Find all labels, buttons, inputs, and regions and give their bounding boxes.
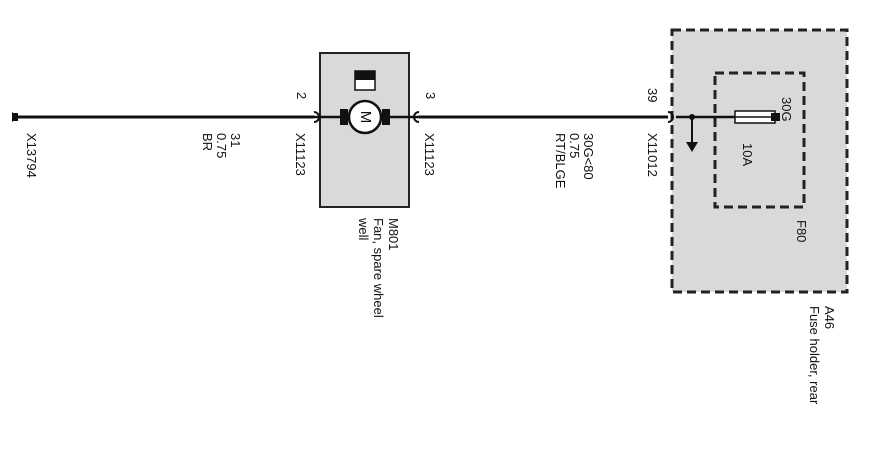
motor-pin-left: 2 [294,92,309,99]
wire-left-size: 0.75 [214,133,229,158]
wire-right-spec: 30G<80 0.75 RT/BLGE [553,133,596,189]
wire-left-color: BR [200,133,215,151]
fuse-inner-box [713,71,806,209]
fuse-holder-pin: 39 [645,88,660,102]
motor-name-line2: well [356,217,371,241]
ground-connector-label: X13794 [24,133,39,178]
fuse-symbol[interactable] [734,110,780,124]
component-icon [354,70,376,91]
motor-name: M801 Fan, spare wheel well [356,217,401,318]
motor-symbol: M [340,99,390,135]
ground-arrow-icon [686,142,698,152]
fuse-holder-name: A46 Fuse holder, rear [807,306,837,405]
motor-connector-right: X11123 [422,133,437,176]
wire-right-circuit: 30G<80 [581,133,596,180]
wire-right-color: RT/BLGE [553,133,568,189]
motor-pin-right: 3 [423,92,438,99]
fuse-id: F80 [794,220,809,242]
motor-connector-left: X11123 [293,133,308,176]
wire-left-circuit: 31 [228,133,243,147]
motor-id: M801 [386,218,401,251]
motor-symbol-letter: M [357,111,374,124]
fuse-holder-id: A46 [822,306,837,329]
motor-name-line1: Fan, spare wheel [371,218,386,318]
wire-left-spec: 31 0.75 BR [200,133,243,158]
ground-terminal[interactable] [12,112,18,122]
wire-right-size: 0.75 [567,133,582,158]
connector-arc-fuse [667,111,674,123]
fuse-holder-box[interactable] [670,28,849,294]
fuse-terminal: 30G [779,97,794,122]
fuse-holder-connector: X11012 [645,133,660,177]
fuse-rating: 10A [740,143,755,166]
fuse-holder-title: Fuse holder, rear [807,306,822,405]
